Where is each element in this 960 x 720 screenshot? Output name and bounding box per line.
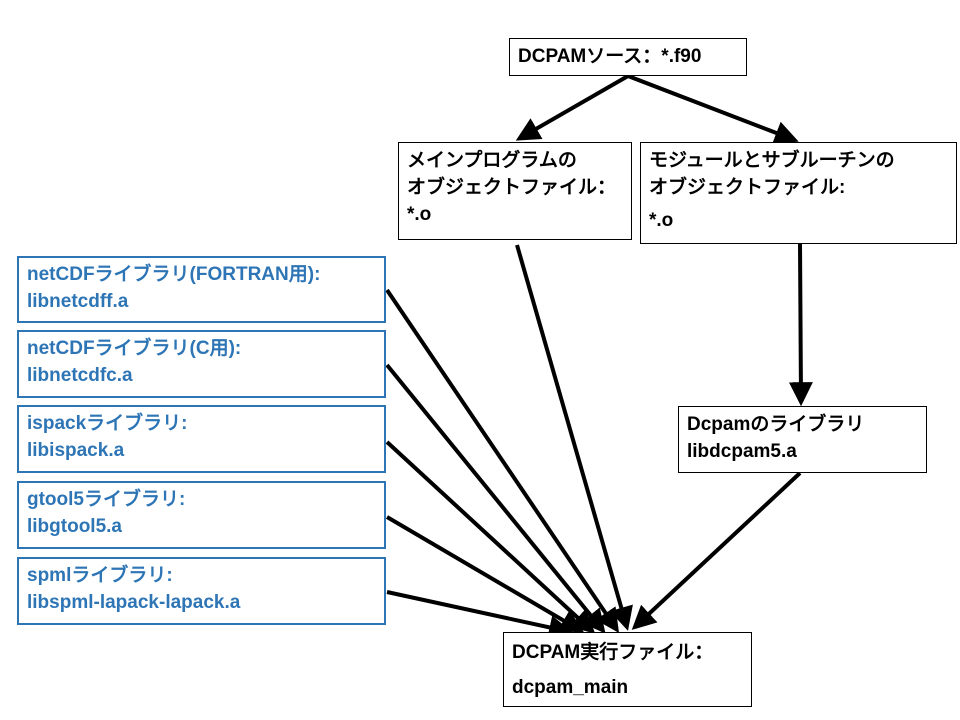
gtool5-library-box: gtool5ライブラリ: libgtool5.a	[17, 481, 386, 549]
executable-box: DCPAM実行ファイル： dcpam_main	[503, 632, 752, 707]
netcdff-line2: libnetcdff.a	[27, 291, 129, 312]
module-object-box: モジュールとサブルーチンの オブジェクトファイル: *.o	[640, 142, 957, 244]
source-label: DCPAMソース：*.f90	[518, 46, 702, 67]
spml-library-box: spmlライブラリ: libspml-lapack-lapack.a	[17, 557, 386, 625]
module-object-line2: オブジェクトファイル:	[649, 177, 846, 198]
arrow-netcdff-to-executable	[385, 288, 620, 633]
arrow-dcpam-lib-to-executable	[631, 471, 802, 630]
arrow-source-to-module-obj	[627, 74, 799, 145]
main-object-box: メインプログラムの オブジェクトファイル： *.o	[398, 142, 632, 240]
gtool5-line2: libgtool5.a	[27, 516, 122, 537]
netcdfc-line1: netCDFライブラリ(C用):	[27, 338, 242, 359]
main-object-line3: *.o	[407, 204, 432, 225]
arrow-source-to-main-obj	[515, 74, 629, 141]
executable-line1: DCPAM実行ファイル：	[512, 642, 714, 663]
main-object-line2: オブジェクトファイル：	[407, 177, 617, 198]
gtool5-line1: gtool5ライブラリ:	[27, 489, 186, 510]
module-object-line1: モジュールとサブルーチンの	[649, 150, 895, 171]
spml-line2: libspml-lapack-lapack.a	[27, 592, 241, 613]
netcdfc-line2: libnetcdfc.a	[27, 365, 133, 386]
dcpam-library-box: Dcpamのライブラリ libdcpam5.a	[678, 406, 927, 473]
arrow-module-obj-to-dcpam-lib	[788, 243, 813, 407]
dcpam-library-line2: libdcpam5.a	[687, 441, 797, 462]
arrow-netcdfc-to-executable	[385, 363, 606, 634]
module-object-line3: *.o	[649, 210, 674, 231]
arrow-ispack-to-executable	[385, 440, 596, 634]
spml-line1: spmlライブラリ:	[27, 565, 173, 586]
netcdfc-library-box: netCDFライブラリ(C用): libnetcdfc.a	[17, 330, 386, 398]
arrow-spml-to-executable	[386, 590, 574, 640]
ispack-line1: ispackライブラリ:	[27, 413, 188, 434]
dcpam-library-line1: Dcpamのライブラリ	[687, 414, 865, 435]
netcdff-line1: netCDFライブラリ(FORTRAN用):	[27, 264, 321, 285]
netcdff-library-box: netCDFライブラリ(FORTRAN用): libnetcdff.a	[17, 256, 386, 323]
ispack-library-box: ispackライブラリ: libispack.a	[17, 405, 386, 473]
arrow-main-obj-to-executable	[515, 244, 633, 631]
main-object-line1: メインプログラムの	[407, 150, 577, 171]
executable-line2: dcpam_main	[512, 677, 629, 698]
source-box: DCPAMソース：*.f90	[509, 38, 747, 76]
arrow-gtool5-to-executable	[385, 515, 585, 633]
ispack-line2: libispack.a	[27, 440, 125, 461]
